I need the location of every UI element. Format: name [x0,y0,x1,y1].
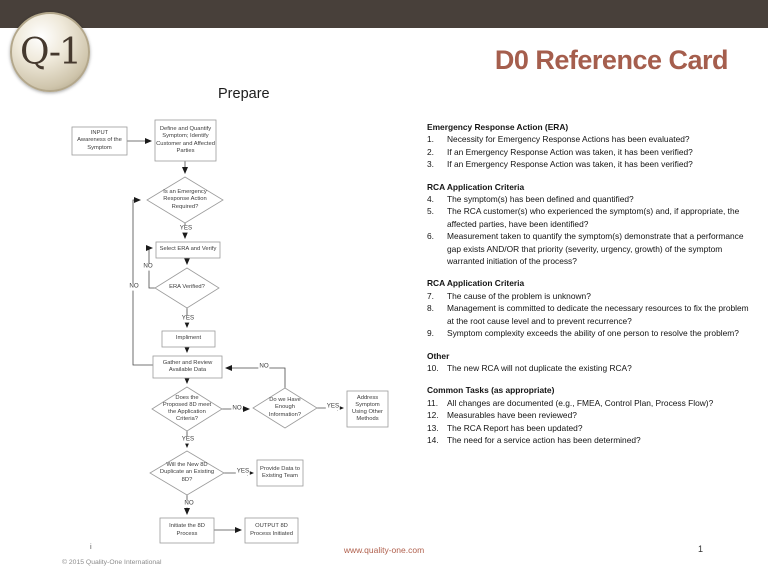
flow-box-output [244,517,299,544]
edge-label-criteria-yes: YES [180,435,196,444]
edge-label-enough-info-yes: YES [325,402,341,411]
edge-label-criteria-no: NO [231,404,243,413]
flow-box-select-era [155,241,221,259]
checklist-section-rca-1: RCA Application Criteria 4. The symptom(… [427,181,749,268]
edge-label-enough-info-no: NO [258,362,270,371]
checklist: Emergency Response Action (ERA) 1. Neces… [427,121,749,456]
checklist-item: 10. The new RCA will not duplicate the e… [427,362,632,373]
checklist-item: 1. Necessity for Emergency Response Acti… [427,134,690,145]
copyright-text: © 2015 Quality-One International [62,559,162,566]
checklist-item: 2. If an Emergency Response Action was t… [427,146,693,157]
footer-note: i [90,542,92,551]
checklist-section-common-tasks: Common Tasks (as appropriate) 11. All ch… [427,384,749,446]
flow-box-address [346,390,389,428]
edge-label-era-verified-no: NO [142,262,154,271]
website-link[interactable]: www.quality-one.com [343,545,425,555]
checklist-section-title: Common Tasks (as appropriate) [427,385,555,396]
checklist-item: 8. Management is committed to dedicate t… [427,303,749,326]
q1-logo-text: Q-1 [20,31,82,73]
checklist-section-title: RCA Application Criteria [427,181,525,192]
checklist-section-other: Other 10. The new RCA will not duplicate… [427,350,749,375]
checklist-item: 9. Symptom complexity exceeds the abilit… [427,328,739,339]
checklist-item: 5. The RCA customer(s) who experienced t… [427,206,740,229]
page-number: 1 [698,544,704,554]
flow-box-define [154,119,217,162]
checklist-item: 4. The symptom(s) has been defined and q… [427,194,634,205]
checklist-item: 13. The RCA Report has been updated? [427,422,583,433]
edge-label-era-required-no: NO [128,282,140,291]
flow-diamond-criteria [151,386,223,432]
checklist-item: 14. The need for a service action has be… [427,434,641,445]
edge-label-era-required-yes: YES [178,224,194,233]
flow-diamond-duplicate [149,450,225,496]
edge-label-duplicate-no: NO [183,499,195,508]
flow-box-initiate [159,517,215,544]
flow-box-input [71,126,128,156]
checklist-item: 6. Measurement taken to quantify the sym… [427,231,744,267]
flow-diamond-era-required [146,176,224,224]
flow-section-title: Prepare [218,86,270,102]
flow-diamond-era-verified [154,267,220,309]
q1-logo: Q-1 [10,12,90,92]
checklist-item: 12. Measurables have been reviewed? [427,410,577,421]
checklist-item: 11. All changes are documented (e.g., FM… [427,397,714,408]
edge-era-required-no [132,197,153,366]
page-title: D0 Reference Card [494,45,729,75]
checklist-item: 7. The cause of the problem is unknown? [427,290,591,301]
checklist-section-rca-2: RCA Application Criteria 7. The cause of… [427,277,749,339]
checklist-section-title: RCA Application Criteria [427,278,525,289]
edge-label-era-verified-yes: YES [180,314,196,323]
edge-enough-info-no [225,365,286,388]
flow-box-implement [161,330,216,348]
flow-box-provide [256,459,304,487]
checklist-section-title: Emergency Response Action (ERA) [427,122,569,132]
flow-diamond-enough-info [252,387,318,429]
header-bar [0,0,768,28]
checklist-item: 3. If an Emergency Response Action was t… [427,159,693,170]
flow-box-gather [152,355,223,379]
checklist-section-title: Other [427,350,450,361]
checklist-section-era: Emergency Response Action (ERA) 1. Neces… [427,121,749,171]
edge-label-duplicate-yes: YES [235,467,251,476]
